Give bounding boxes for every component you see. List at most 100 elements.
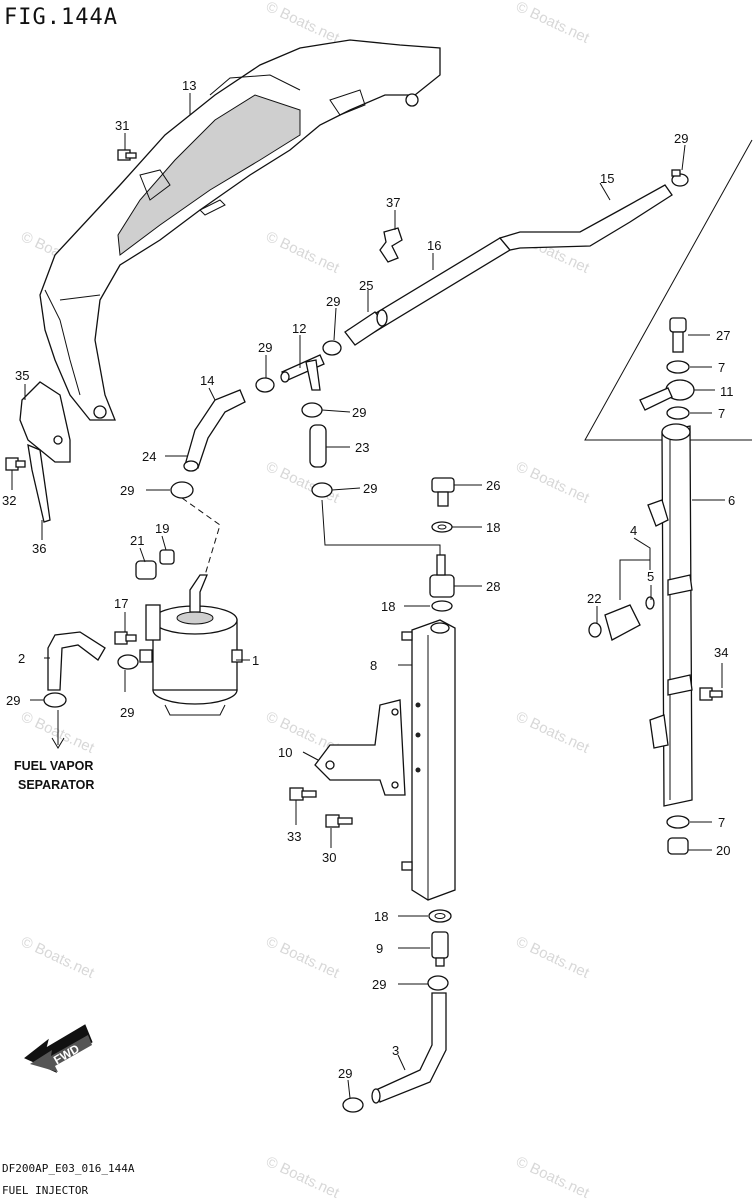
callout-29-d: 29 <box>352 405 366 420</box>
leader-23-28 <box>321 499 441 555</box>
part-17-bolt <box>114 631 137 645</box>
part-9-fitting <box>431 931 449 967</box>
callout-36: 36 <box>32 541 46 556</box>
callout-29-g: 29 <box>120 705 134 720</box>
callout-3: 3 <box>392 1043 399 1058</box>
watermark-text: © Boats.net <box>263 0 342 47</box>
callout-16: 16 <box>427 238 441 253</box>
part-29-clamp-23-top <box>301 402 323 418</box>
callout-5: 5 <box>647 569 654 584</box>
dashed-leader-24 <box>181 497 221 576</box>
part-32-bolt <box>5 457 26 471</box>
part-21-grommet <box>135 560 157 580</box>
part-29-clamp-24 <box>170 481 194 499</box>
callout-22: 22 <box>587 591 601 606</box>
callout-33: 33 <box>287 829 301 844</box>
part-3-hose <box>371 992 447 1104</box>
watermark-text: © Boats.net <box>18 933 97 982</box>
callout-24: 24 <box>142 449 156 464</box>
callout-6: 6 <box>728 493 735 508</box>
part-7-washer-2 <box>666 406 690 420</box>
part-28-union <box>429 554 455 598</box>
part-29-clamp-2 <box>43 692 67 708</box>
callout-32: 32 <box>2 493 16 508</box>
callout-4: 4 <box>630 523 637 538</box>
callout-29-a: 29 <box>674 131 688 146</box>
callout-14: 14 <box>200 373 214 388</box>
callout-23: 23 <box>355 440 369 455</box>
part-27-bolt <box>669 317 687 353</box>
callout-11: 11 <box>720 384 734 399</box>
part-29-clamp-top-right <box>671 169 689 187</box>
part-1-separator <box>139 574 243 716</box>
part-13-cover <box>39 39 441 421</box>
callout-18c: 18 <box>374 909 388 924</box>
part-12-joint <box>280 354 325 391</box>
part-18-washer-3 <box>428 909 452 923</box>
section-name: FUEL INJECTOR <box>2 1184 88 1197</box>
watermark-text: © Boats.net <box>513 0 592 47</box>
part-33-bolt <box>289 787 317 801</box>
model-code: DF200AP_E03_016_144A <box>2 1162 135 1175</box>
part-16-hose <box>347 184 673 343</box>
watermark-text: © Boats.net <box>513 933 592 982</box>
detail-outline <box>584 139 753 441</box>
destination-line2: SEPARATOR <box>18 778 94 792</box>
callout-29-c: 29 <box>258 340 272 355</box>
part-37-clip <box>379 227 403 263</box>
callout-7b: 7 <box>718 406 725 421</box>
callout-20: 20 <box>716 843 730 858</box>
part-10-bracket <box>314 699 406 796</box>
part-35-bracket <box>19 381 71 463</box>
callout-29-j: 29 <box>338 1066 352 1081</box>
separator-arrow-head <box>51 737 65 749</box>
callout-29-h: 29 <box>6 693 20 708</box>
callout-18b: 18 <box>381 599 395 614</box>
watermark-text: © Boats.net <box>263 933 342 982</box>
part-19-grommet <box>159 549 175 565</box>
callout-30: 30 <box>322 850 336 865</box>
part-20-plug <box>667 837 689 855</box>
callout-21: 21 <box>130 533 144 548</box>
watermark-text: © Boats.net <box>263 458 342 507</box>
part-25-hose <box>344 309 388 346</box>
callout-29-f: 29 <box>120 483 134 498</box>
callout-35: 35 <box>15 368 29 383</box>
callout-17: 17 <box>114 596 128 611</box>
destination-line1: FUEL VAPOR <box>14 759 93 773</box>
callout-19: 19 <box>155 521 169 536</box>
callout-2: 2 <box>18 651 25 666</box>
leader-lines <box>11 93 725 1099</box>
callout-29-e: 29 <box>363 481 377 496</box>
watermark-text: © Boats.net <box>513 458 592 507</box>
callout-37: 37 <box>386 195 400 210</box>
watermark-layer: © Boats.net © Boats.net © Boats.net © Boats… <box>18 0 592 1200</box>
callout-34: 34 <box>714 645 728 660</box>
part-29-clamp-3 <box>342 1097 364 1113</box>
part-34-bolt <box>699 687 723 701</box>
part-11-union <box>639 379 695 411</box>
callout-28: 28 <box>486 579 500 594</box>
part-29-clamp-12 <box>255 340 342 393</box>
part-29-clamp-17 <box>117 654 139 670</box>
callout-31: 31 <box>115 118 129 133</box>
callout-26: 26 <box>486 478 500 493</box>
part-7-washer-1 <box>666 360 690 374</box>
watermark-text: © Boats.net <box>263 1153 342 1200</box>
callout-9: 9 <box>376 941 383 956</box>
part-23-hose <box>309 424 327 468</box>
callout-27: 27 <box>716 328 730 343</box>
part-6-rail <box>647 423 693 807</box>
part-8-rail <box>401 619 456 901</box>
callout-10: 10 <box>278 745 292 760</box>
callout-15: 15 <box>600 171 614 186</box>
part-18-washer-2 <box>431 600 453 612</box>
part-30-bolt <box>325 814 353 828</box>
callout-18a: 18 <box>486 520 500 535</box>
watermark-text: © Boats.net <box>513 1153 592 1200</box>
part-29-clamp-23-bottom <box>311 482 333 498</box>
callout-29-i: 29 <box>372 977 386 992</box>
callout-13: 13 <box>182 78 196 93</box>
part-36-clamp <box>27 443 51 523</box>
